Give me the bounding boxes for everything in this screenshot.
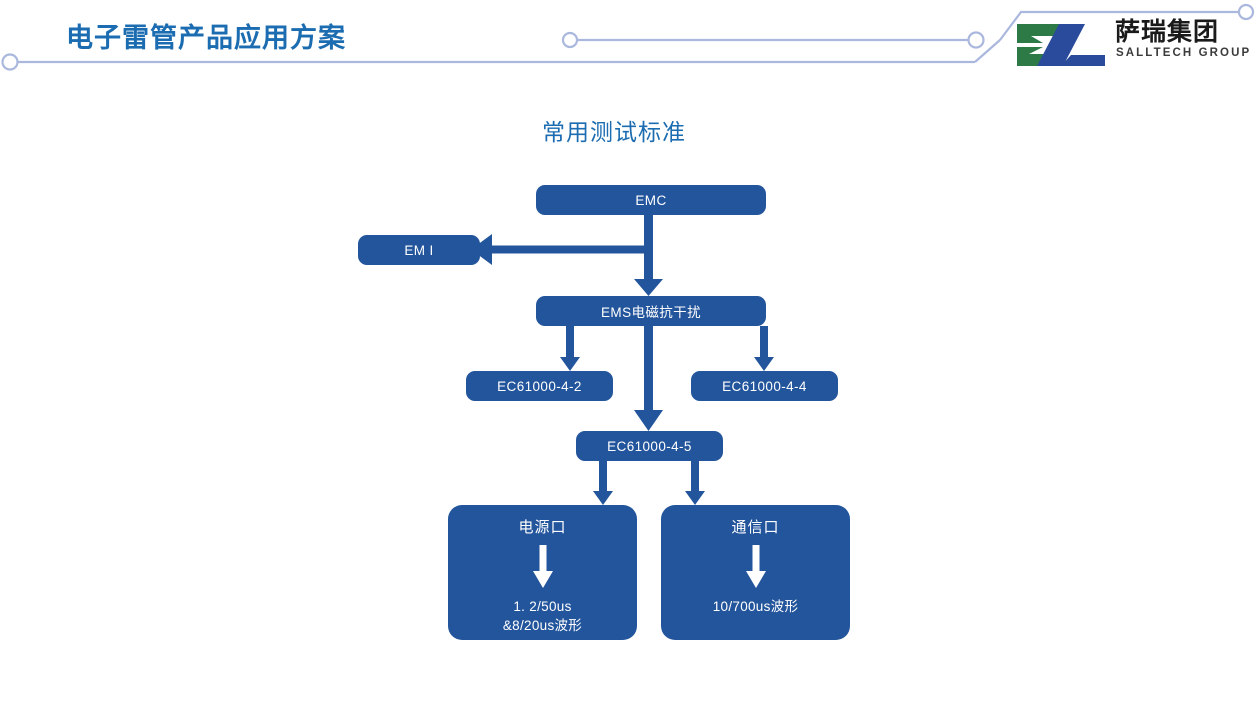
company-logo: 萨瑞集团 SALLTECH GROUP xyxy=(1013,18,1249,70)
logo-name-cn: 萨瑞集团 xyxy=(1115,18,1220,46)
section-subtitle-text: 常用测试标准 xyxy=(542,119,686,145)
node-comm-port-line1: 10/700us波形 xyxy=(712,599,799,614)
down-arrow-icon xyxy=(530,545,556,589)
section-subtitle: 常用测试标准 xyxy=(0,113,1256,147)
node-emc[interactable]: EMC xyxy=(536,185,766,215)
slide-header: 电子雷管产品应用方案 萨瑞集团 SALLTECH GROUP xyxy=(0,0,1256,88)
node-power-port-title: 电源口 xyxy=(518,519,567,536)
node-emi-label: EM I xyxy=(404,242,434,258)
node-ems[interactable]: EMS电磁抗干扰 xyxy=(536,296,766,326)
node-iec61000-4-5-label: EC61000-4-5 xyxy=(607,438,692,454)
node-power-port[interactable]: 电源口 1. 2/50us &8/20us波形 xyxy=(448,505,637,640)
logo-name-en: SALLTECH GROUP xyxy=(1116,47,1252,59)
node-iec61000-4-4-label: EC61000-4-4 xyxy=(722,378,807,394)
node-ems-label: EMS电磁抗干扰 xyxy=(601,305,701,320)
down-arrow-icon xyxy=(743,545,769,589)
node-iec61000-4-2-label: EC61000-4-2 xyxy=(497,378,582,394)
node-iec61000-4-5[interactable]: EC61000-4-5 xyxy=(576,431,723,461)
node-power-port-line1: 1. 2/50us xyxy=(513,599,572,614)
page-title: 电子雷管产品应用方案 xyxy=(66,23,346,53)
node-emi[interactable]: EM I xyxy=(358,235,480,265)
node-iec61000-4-4[interactable]: EC61000-4-4 xyxy=(691,371,838,401)
header-decorative-line xyxy=(1,3,1255,71)
node-power-port-line2: &8/20us波形 xyxy=(502,618,583,633)
logo-wordmark: 萨瑞集团 SALLTECH GROUP xyxy=(1115,18,1249,70)
salltech-logo-icon xyxy=(1017,24,1105,66)
node-emc-label: EMC xyxy=(635,192,667,208)
node-comm-port-title: 通信口 xyxy=(731,519,780,536)
node-comm-port[interactable]: 通信口 10/700us波形 xyxy=(661,505,850,640)
node-iec61000-4-2[interactable]: EC61000-4-2 xyxy=(466,371,613,401)
